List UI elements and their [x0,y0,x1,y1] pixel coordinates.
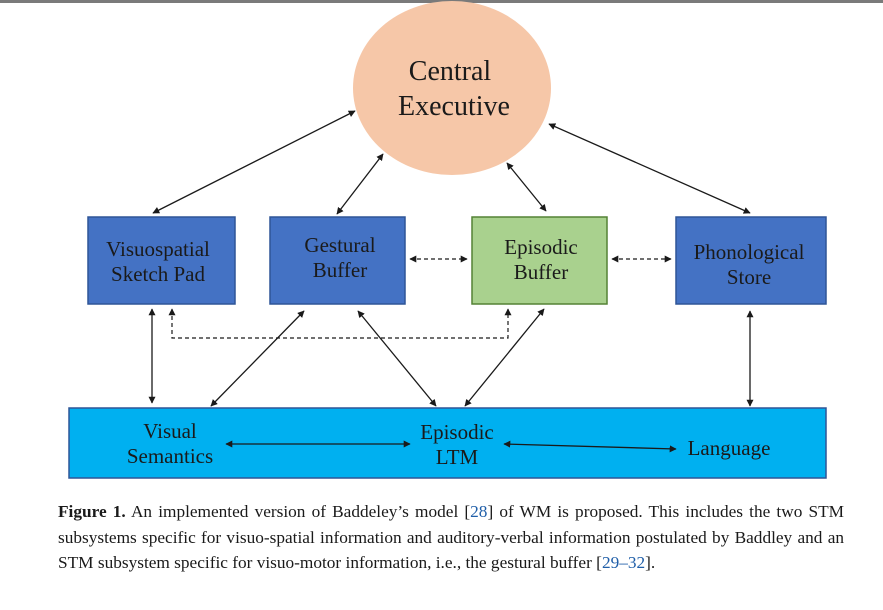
arrow-executive-phonological [548,123,751,214]
visuospatial-label-line1: Visuospatial [106,237,210,261]
arrow-gestural-visual-semantics [210,310,305,407]
caption-label: Figure 1. [58,502,126,521]
arrow-gestural-episodic-ltm [357,310,437,407]
central-executive-node [353,1,551,175]
arrow-episodic-ltm-language [503,440,677,453]
phonological-label-line1: Phonological [694,240,805,264]
dashed-link-visuospatial-episodic [168,308,512,339]
central-executive-label-line1: Central [409,56,492,87]
caption-text-1: An implemented version of Baddeley’s mod… [125,502,471,521]
ltm-band [68,407,827,479]
gestural-label-line2: Buffer [313,258,367,282]
episodic-ltm-label-line2: LTM [436,445,479,469]
working-memory-diagram: Central Executive Visuospatial Sketch Pa… [68,1,827,479]
caption-text-3: ]. [645,553,656,572]
episodic-buffer-node [471,216,608,305]
language-label: Language [688,436,771,460]
episodic-buffer-label-line2: Buffer [514,260,568,284]
visuospatial-label-line2: Sketch Pad [111,262,205,286]
caption-ref-link-2[interactable]: 29–32 [601,553,646,572]
arrow-episodic-buffer-ltm [464,308,545,407]
episodic-ltm-label-line1: Episodic [420,420,494,444]
arrow-executive-episodic-buffer [506,162,547,212]
phonological-store-node [675,216,827,305]
figure-caption: Figure 1. An implemented version of Badd… [58,499,844,576]
phonological-label-line2: Store [727,265,771,289]
visual-semantics-label-line1: Visual [143,419,197,443]
episodic-buffer-label-line1: Episodic [504,235,578,259]
caption-text-2: ] of WM is proposed. This includes the t… [58,502,845,572]
arrow-executive-gestural [336,153,384,215]
caption-ref-link-1[interactable]: 28 [470,502,488,521]
gestural-label-line1: Gestural [304,233,375,257]
central-executive-label-line2: Executive [398,91,510,122]
gestural-buffer-node [269,216,406,305]
visual-semantics-label-line2: Semantics [127,444,213,468]
visuospatial-sketch-pad-node [87,216,236,305]
arrow-executive-visuospatial [152,110,356,214]
